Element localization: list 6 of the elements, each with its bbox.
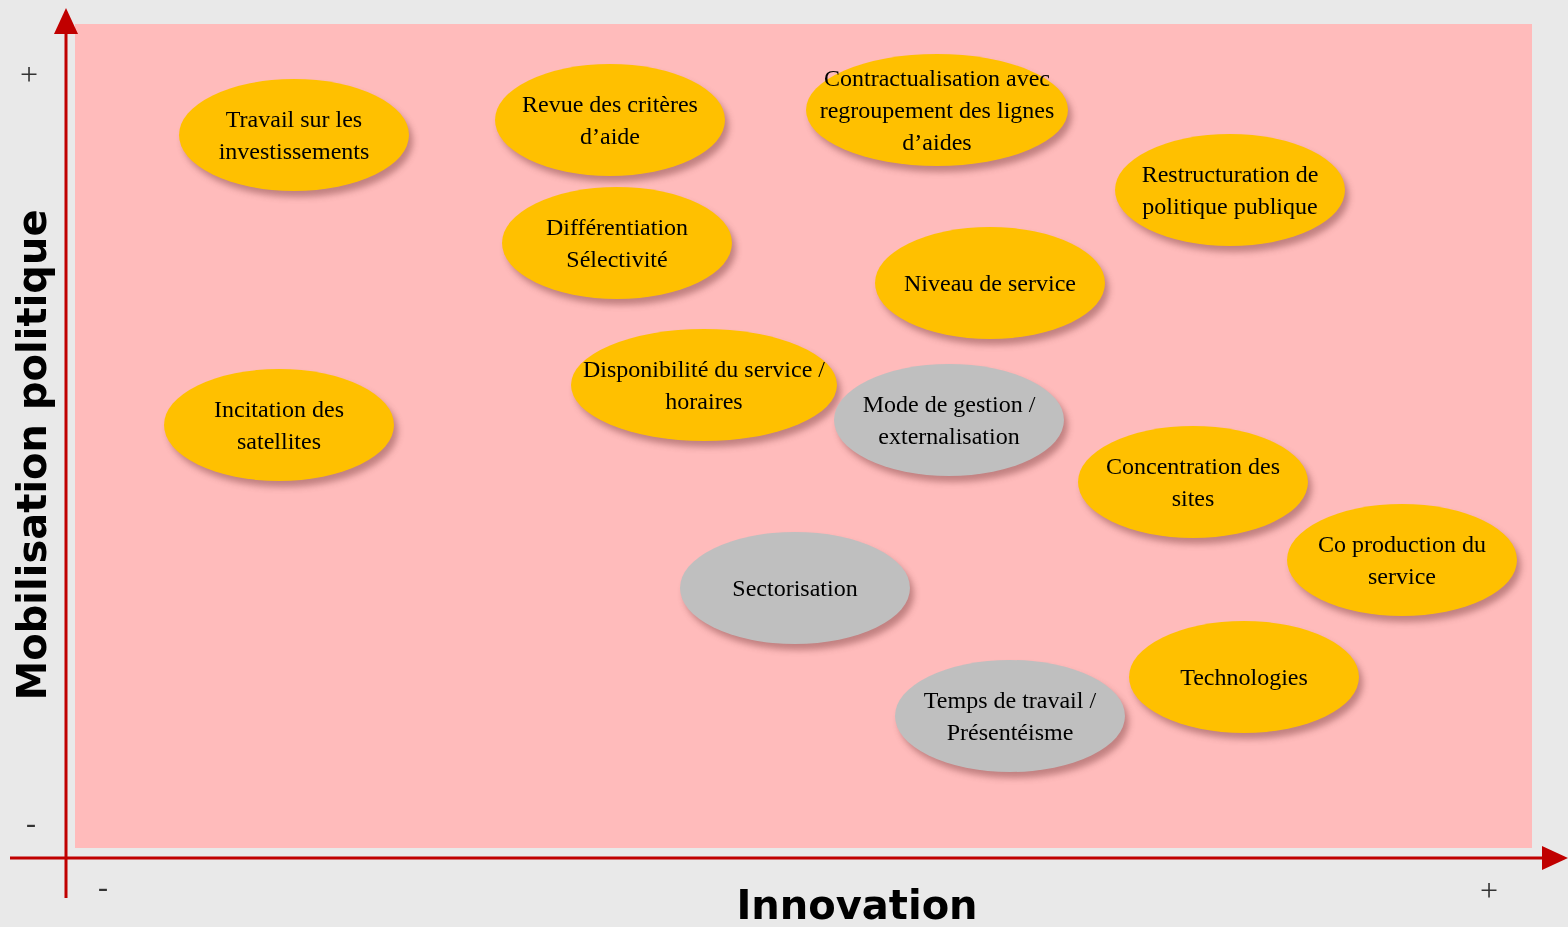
axis-label: Innovation <box>736 881 978 927</box>
axis-label: - <box>26 808 36 838</box>
axis-label: + <box>1480 874 1499 906</box>
axis-label: - <box>98 872 108 902</box>
axis-label: Mobilisation politique <box>8 209 56 701</box>
axis-label: + <box>20 58 39 90</box>
